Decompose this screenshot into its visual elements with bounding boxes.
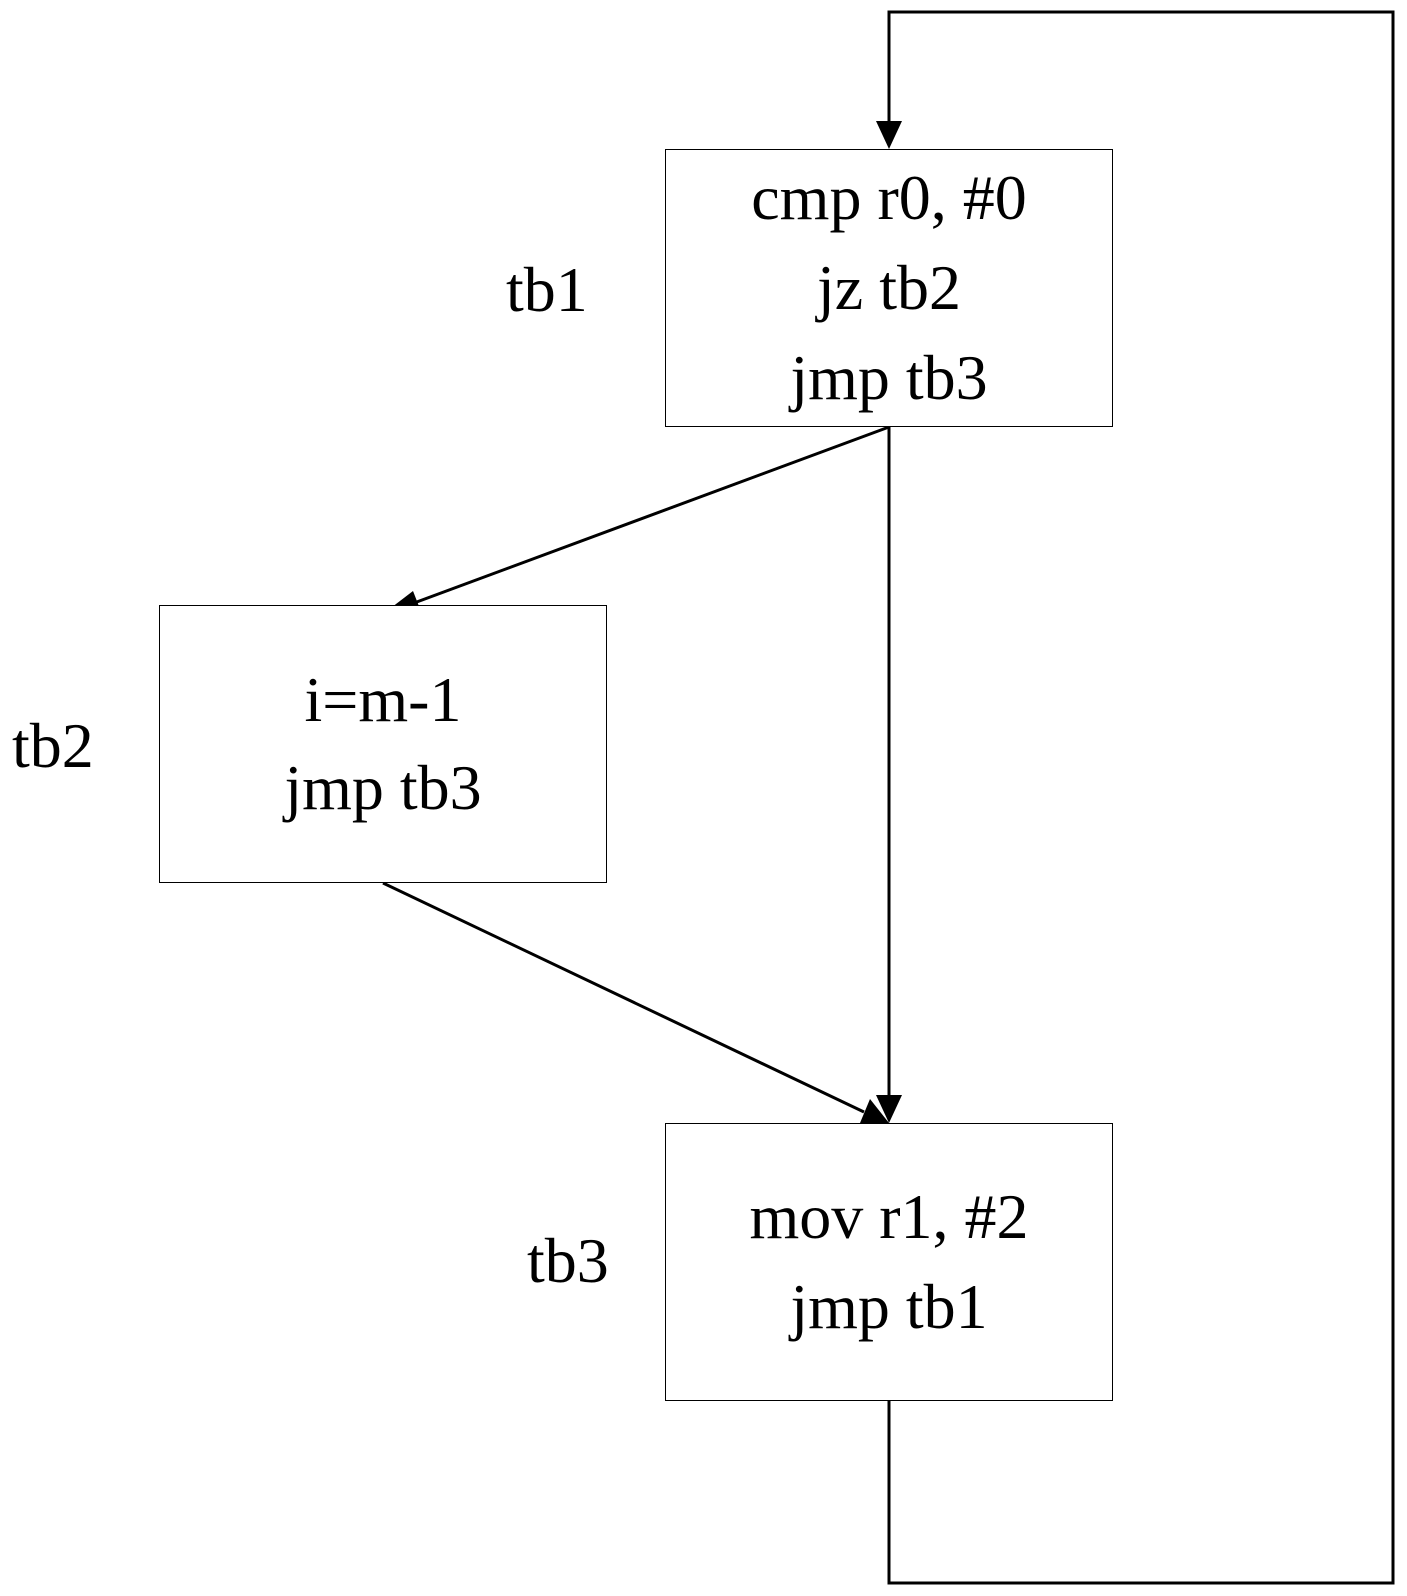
tb3-line-2: jmp tb1 xyxy=(790,1271,988,1342)
tb1-line-2: jz tb2 xyxy=(817,252,961,323)
tb3-label: tb3 xyxy=(527,1225,609,1296)
tb2-label: tb2 xyxy=(12,710,94,781)
tb1-line-3: jmp tb3 xyxy=(790,342,988,413)
edge-tb2-to-tb3 xyxy=(382,881,889,1123)
edge-tb1-to-tb3 xyxy=(876,427,902,1123)
tb2-line-1: i=m-1 xyxy=(304,664,462,735)
tb2-block: i=m-1 jmp tb3 xyxy=(159,605,607,883)
tb1-line-1: cmp r0, #0 xyxy=(751,162,1027,233)
tb3-line-1: mov r1, #2 xyxy=(749,1181,1029,1252)
edge-tb1-to-tb2 xyxy=(383,425,890,614)
edge-tb3-to-tb1 xyxy=(876,10,1395,1585)
tb1-block: cmp r0, #0 jz tb2 jmp tb3 xyxy=(665,149,1113,427)
tb1-label: tb1 xyxy=(506,254,588,325)
tb2-line-2: jmp tb3 xyxy=(284,752,482,823)
tb3-block: mov r1, #2 jmp tb1 xyxy=(665,1123,1113,1401)
